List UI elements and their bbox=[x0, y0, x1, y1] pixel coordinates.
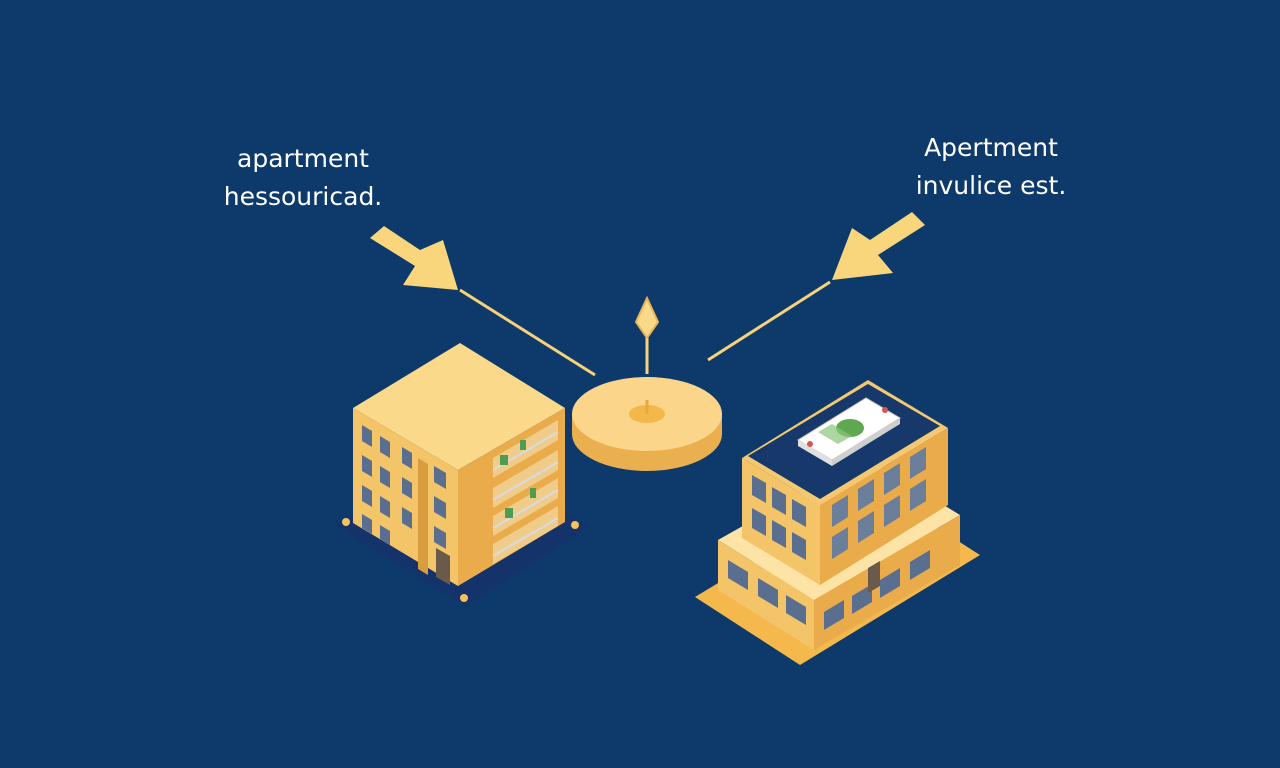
money-stack-icon bbox=[797, 397, 901, 466]
right-building-icon bbox=[695, 380, 980, 665]
right-arrow-icon bbox=[707, 212, 925, 362]
right-label-line1: Apertment bbox=[924, 133, 1058, 162]
hub-disc-icon bbox=[572, 295, 722, 471]
left-label-line2: hessouricad. bbox=[223, 182, 383, 211]
left-label: apartment hessouricad. bbox=[198, 140, 408, 216]
left-label-line1: apartment bbox=[237, 144, 369, 173]
left-arrow-icon bbox=[370, 226, 596, 377]
left-building-icon bbox=[335, 343, 590, 606]
right-label-line2: invulice est. bbox=[915, 171, 1067, 200]
right-label: Apertment invulice est. bbox=[888, 129, 1094, 205]
